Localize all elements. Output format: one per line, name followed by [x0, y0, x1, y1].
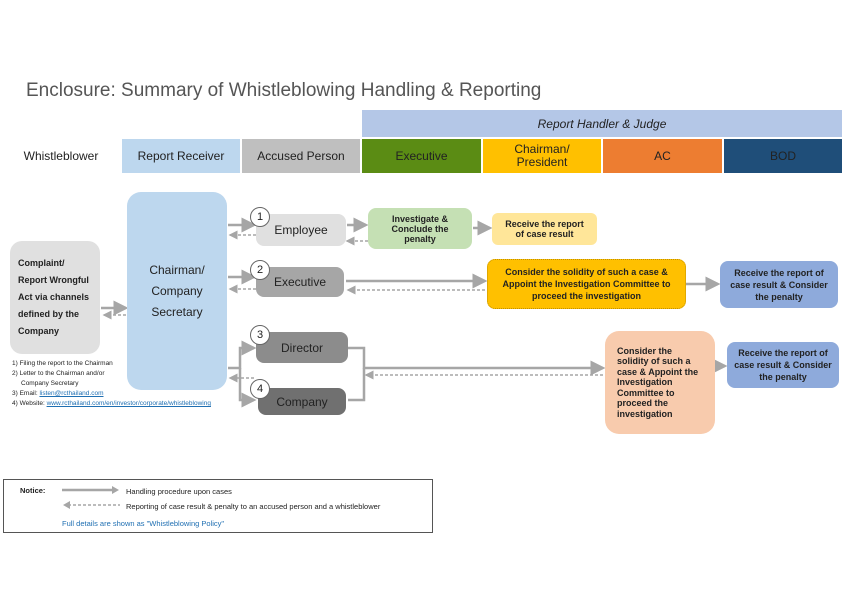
complaint-box: Complaint/ Report Wrongful Act via chann… [10, 241, 100, 354]
investigate-box: Investigate & Conclude the penalty [368, 208, 472, 249]
receive-report-box: Receive the report of case result [492, 213, 597, 245]
accused-company-box: Company [258, 388, 346, 415]
chairman-president-label: Chairman/ President [514, 142, 570, 169]
consider-solidity-text: Consider the solidity of such a case & A… [502, 267, 671, 301]
legend-dashed-arrow [63, 501, 120, 509]
header-report-receiver: Report Receiver [122, 139, 240, 173]
legend-solid-arrow [62, 486, 119, 494]
channel-item: Company Secretary [21, 380, 79, 387]
accused-executive-box: Executive [256, 267, 344, 297]
channel-website[interactable]: 4) Website: www.rcthailand.com/en/invest… [12, 400, 211, 407]
accused-employee-box: Employee [256, 214, 346, 246]
header-group-label: Report Handler & Judge [362, 110, 842, 137]
legend-reporting-text: Reporting of case result & penalty to an… [126, 502, 381, 511]
consider-solidity-box: Consider the solidity of such a case & A… [487, 259, 686, 309]
accused-director-box: Director [256, 332, 348, 363]
header-whistleblower: Whistleblower [0, 139, 122, 173]
complaint-text: Complaint/ Report Wrongful Act via chann… [18, 258, 90, 336]
company-label: Company [276, 394, 328, 409]
ac-consider-box: Consider the solidity of such a case & A… [605, 331, 715, 434]
notice-label: Notice: [20, 486, 46, 495]
channel-item: 2) Letter to the Chairman and/or [12, 370, 105, 377]
bod-label: BOD [769, 149, 796, 163]
whistleblower-label: Whistleblower [23, 149, 99, 163]
ac-consider-text: Consider the solidity of such a case & A… [617, 345, 699, 419]
number-badge-1: 1 [250, 207, 270, 227]
header-chairman-president: Chairman/ President [483, 139, 601, 173]
bod-receive-box-1: Receive the report of case result & Cons… [720, 261, 838, 308]
notice-legend: Notice: Handling procedure upon cases Re… [3, 479, 433, 533]
investigate-text: Investigate & Conclude the penalty [391, 213, 449, 244]
receiver-label: Chairman/ Company Secretary [149, 262, 205, 319]
executive-label: Executive [395, 149, 448, 163]
number-badge-2: 2 [250, 260, 270, 280]
channel-item: 1) Filing the report to the Chairman [12, 360, 113, 367]
header-executive: Executive [362, 139, 481, 173]
ac-label: AC [654, 149, 671, 163]
group-label-text: Report Handler & Judge [537, 116, 667, 131]
bod-receive-text-2: Receive the report of case result & Cons… [734, 348, 832, 382]
receiver-box: Chairman/ Company Secretary [127, 192, 227, 390]
bod-receive-text-1: Receive the report of case result & Cons… [730, 267, 828, 302]
legend-handling-text: Handling procedure upon cases [126, 487, 232, 496]
header-ac: AC [603, 139, 722, 173]
number-badge-4: 4 [250, 379, 270, 399]
page-title: Enclosure: Summary of Whistleblowing Han… [26, 80, 542, 101]
channels-list: 1) Filing the report to the Chairman 2) … [12, 359, 252, 409]
employee-label: Employee [274, 223, 328, 237]
receive-report-text: Receive the report of case result [505, 219, 584, 239]
executive-accused-label: Executive [273, 275, 327, 289]
bod-receive-box-2: Receive the report of case result & Cons… [727, 342, 839, 388]
channel-email[interactable]: 3) Email: listen@rcthailand.com [12, 390, 104, 397]
number-badge-3: 3 [250, 325, 270, 345]
header-accused-person: Accused Person [242, 139, 360, 173]
director-label: Director [280, 340, 323, 355]
header-bod: BOD [724, 139, 842, 173]
policy-note: Full details are shown as "Whistleblowin… [62, 519, 225, 528]
report-receiver-label: Report Receiver [137, 149, 225, 163]
accused-person-label: Accused Person [257, 149, 345, 163]
